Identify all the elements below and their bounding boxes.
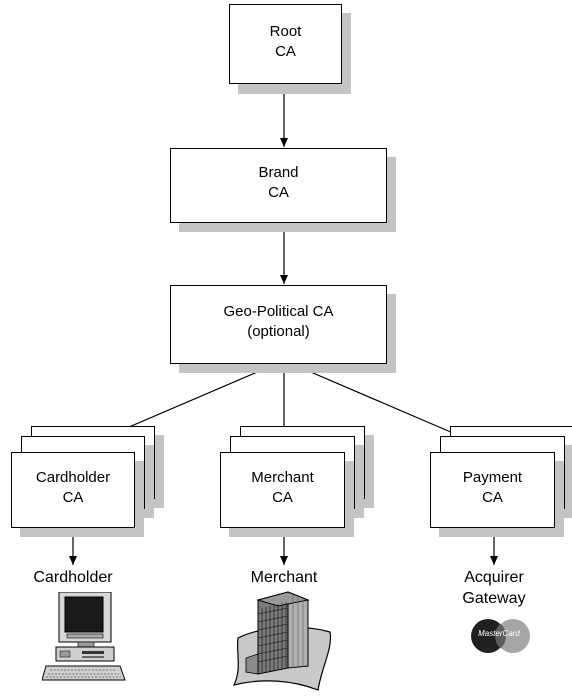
brand-ca-box [170, 148, 387, 223]
geo-ca-label: Geo-Political CA(optional) [223, 303, 334, 340]
payment-ca-box [430, 452, 555, 528]
building-icon [232, 591, 332, 691]
root-ca-box [229, 4, 342, 84]
mastercard-logo-text: MasterCard [478, 629, 520, 638]
geo-ca-box [170, 285, 387, 364]
mastercard-circles-icon [471, 619, 530, 653]
cardholder-ca-box [11, 452, 135, 528]
merchant-ca-box [220, 452, 345, 528]
merchant-label: Merchant [250, 569, 318, 586]
computer-icon [42, 592, 126, 681]
mastercard-logo: MasterCard [467, 617, 531, 655]
cardholder-label: Cardholder [33, 569, 113, 586]
